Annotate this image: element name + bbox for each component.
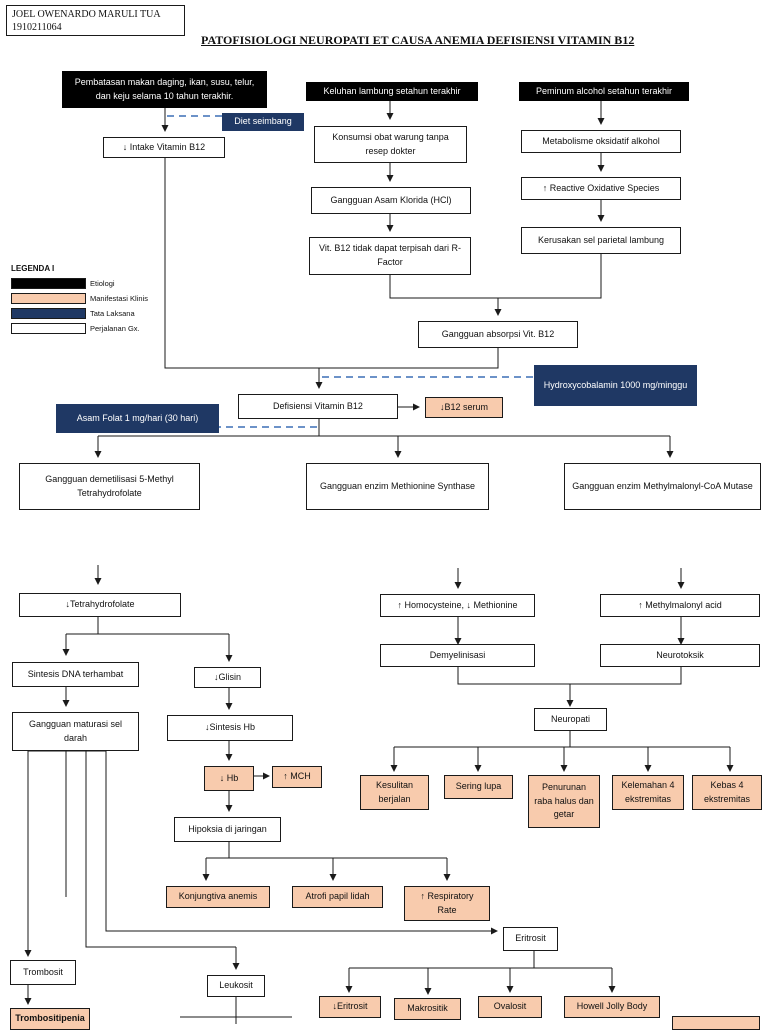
- node-eritrosit: Eritrosit: [503, 927, 558, 951]
- node-hb: ↓ Hb: [204, 766, 254, 791]
- node-neurotoksik: Neurotoksik: [600, 644, 760, 667]
- node-kesulitan-berjalan: Kesulitan berjalan: [360, 775, 429, 810]
- node-makrositik: Makrositik: [394, 998, 461, 1020]
- node-methionine-synthase: Gangguan enzim Methionine Synthase: [306, 463, 489, 510]
- node-etiology-gastric: Keluhan lambung setahun terakhir: [306, 82, 478, 101]
- node-demetilisasi: Gangguan demetilisasi 5-Methyl Tetrahydr…: [19, 463, 200, 510]
- node-konjungtiva: Konjungtiva anemis: [166, 886, 270, 908]
- legend-label-etiologi: Etiologi: [90, 279, 115, 288]
- node-ovalosit: Ovalosit: [478, 996, 542, 1018]
- node-mch: ↑ MCH: [272, 766, 322, 788]
- node-howell-jolly: Howell Jolly Body: [564, 996, 660, 1018]
- legend-swatch-perjalanan: [11, 323, 86, 334]
- node-trombositopenia: Trombositipenia: [10, 1008, 90, 1030]
- node-hcl: Gangguan Asam Klorida (HCl): [311, 187, 471, 214]
- author-id: 1910211064: [12, 21, 62, 33]
- node-dna-synthesis: Sintesis DNA terhambat: [12, 662, 139, 687]
- author-box: JOEL OWENARDO MARULI TUA 1910211064: [6, 5, 185, 36]
- node-absorpsi: Gangguan absorpsi Vit. B12: [418, 321, 578, 348]
- node-sintesis-hb: ↓Sintesis Hb: [167, 715, 293, 741]
- node-parietal: Kerusakan sel parietal lambung: [521, 227, 681, 254]
- legend-swatch-tatalaksana: [11, 308, 86, 319]
- page-title: PATOFISIOLOGI NEUROPATI ET CAUSA ANEMIA …: [201, 33, 635, 47]
- node-metabolisme: Metabolisme oksidatif alkohol: [521, 130, 681, 153]
- node-methylmalonyl-acid: ↑ Methylmalonyl acid: [600, 594, 760, 617]
- node-obat: Konsumsi obat warung tanpa resep dokter: [314, 126, 467, 163]
- node-leukosit: Leukosit: [207, 975, 265, 997]
- node-etiology-diet: Pembatasan makan daging, ikan, susu, tel…: [62, 71, 267, 108]
- legend-label-manifestasi: Manifestasi Klinis: [90, 294, 148, 303]
- node-etiology-alcohol: Peminum alcohol setahun terakhir: [519, 82, 689, 101]
- node-intake: ↓ Intake Vitamin B12: [103, 137, 225, 158]
- node-offscreen-clinical: [672, 1016, 760, 1030]
- node-methylmalonyl-mutase: Gangguan enzim Methylmalonyl-CoA Mutase: [564, 463, 761, 510]
- legend-swatch-etiologi: [11, 278, 86, 289]
- node-respiratory-rate: ↑ Respiratory Rate: [404, 886, 490, 921]
- node-penurunan-raba: Penurunan raba halus dan getar: [528, 775, 600, 828]
- legend-title: LEGENDA I: [11, 264, 55, 273]
- node-kebas: Kebas 4 ekstremitas: [692, 775, 762, 810]
- node-atrofi-papil: Atrofi papil lidah: [292, 886, 383, 908]
- node-sering-lupa: Sering lupa: [444, 775, 513, 799]
- node-treatment-folat: Asam Folat 1 mg/hari (30 hari): [56, 404, 219, 433]
- node-glisin: ↓Glisin: [194, 667, 261, 688]
- legend-swatch-manifestasi: [11, 293, 86, 304]
- legend-label-perjalanan: Perjalanan Gx.: [90, 324, 140, 333]
- node-tetrahydrofolate: ↓Tetrahydrofolate: [19, 593, 181, 617]
- node-trombosit: Trombosit: [10, 960, 76, 985]
- author-name: JOEL OWENARDO MARULI TUA: [12, 8, 161, 20]
- node-ros: ↑ Reactive Oxidative Species: [521, 177, 681, 200]
- node-treatment-diet: Diet seimbang: [222, 113, 304, 131]
- node-treatment-hydroxycobalamin: Hydroxycobalamin 1000 mg/minggu: [534, 365, 697, 406]
- node-maturasi: Gangguan maturasi sel darah: [12, 712, 139, 751]
- node-neuropati: Neuropati: [534, 708, 607, 731]
- node-rfactor: Vit. B12 tidak dapat terpisah dari R-Fac…: [309, 237, 471, 275]
- legend-label-tatalaksana: Tata Laksana: [90, 309, 135, 318]
- node-demyelinisasi: Demyelinisasi: [380, 644, 535, 667]
- node-kelemahan: Kelemahan 4 ekstremitas: [612, 775, 684, 810]
- node-b12-serum: ↓B12 serum: [425, 397, 503, 418]
- node-eritrosit-decrease: ↓Eritrosit: [319, 996, 381, 1018]
- node-homocysteine: ↑ Homocysteine, ↓ Methionine: [380, 594, 535, 617]
- node-hipoksia: Hipoksia di jaringan: [174, 817, 281, 842]
- node-defisiensi: Defisiensi Vitamin B12: [238, 394, 398, 419]
